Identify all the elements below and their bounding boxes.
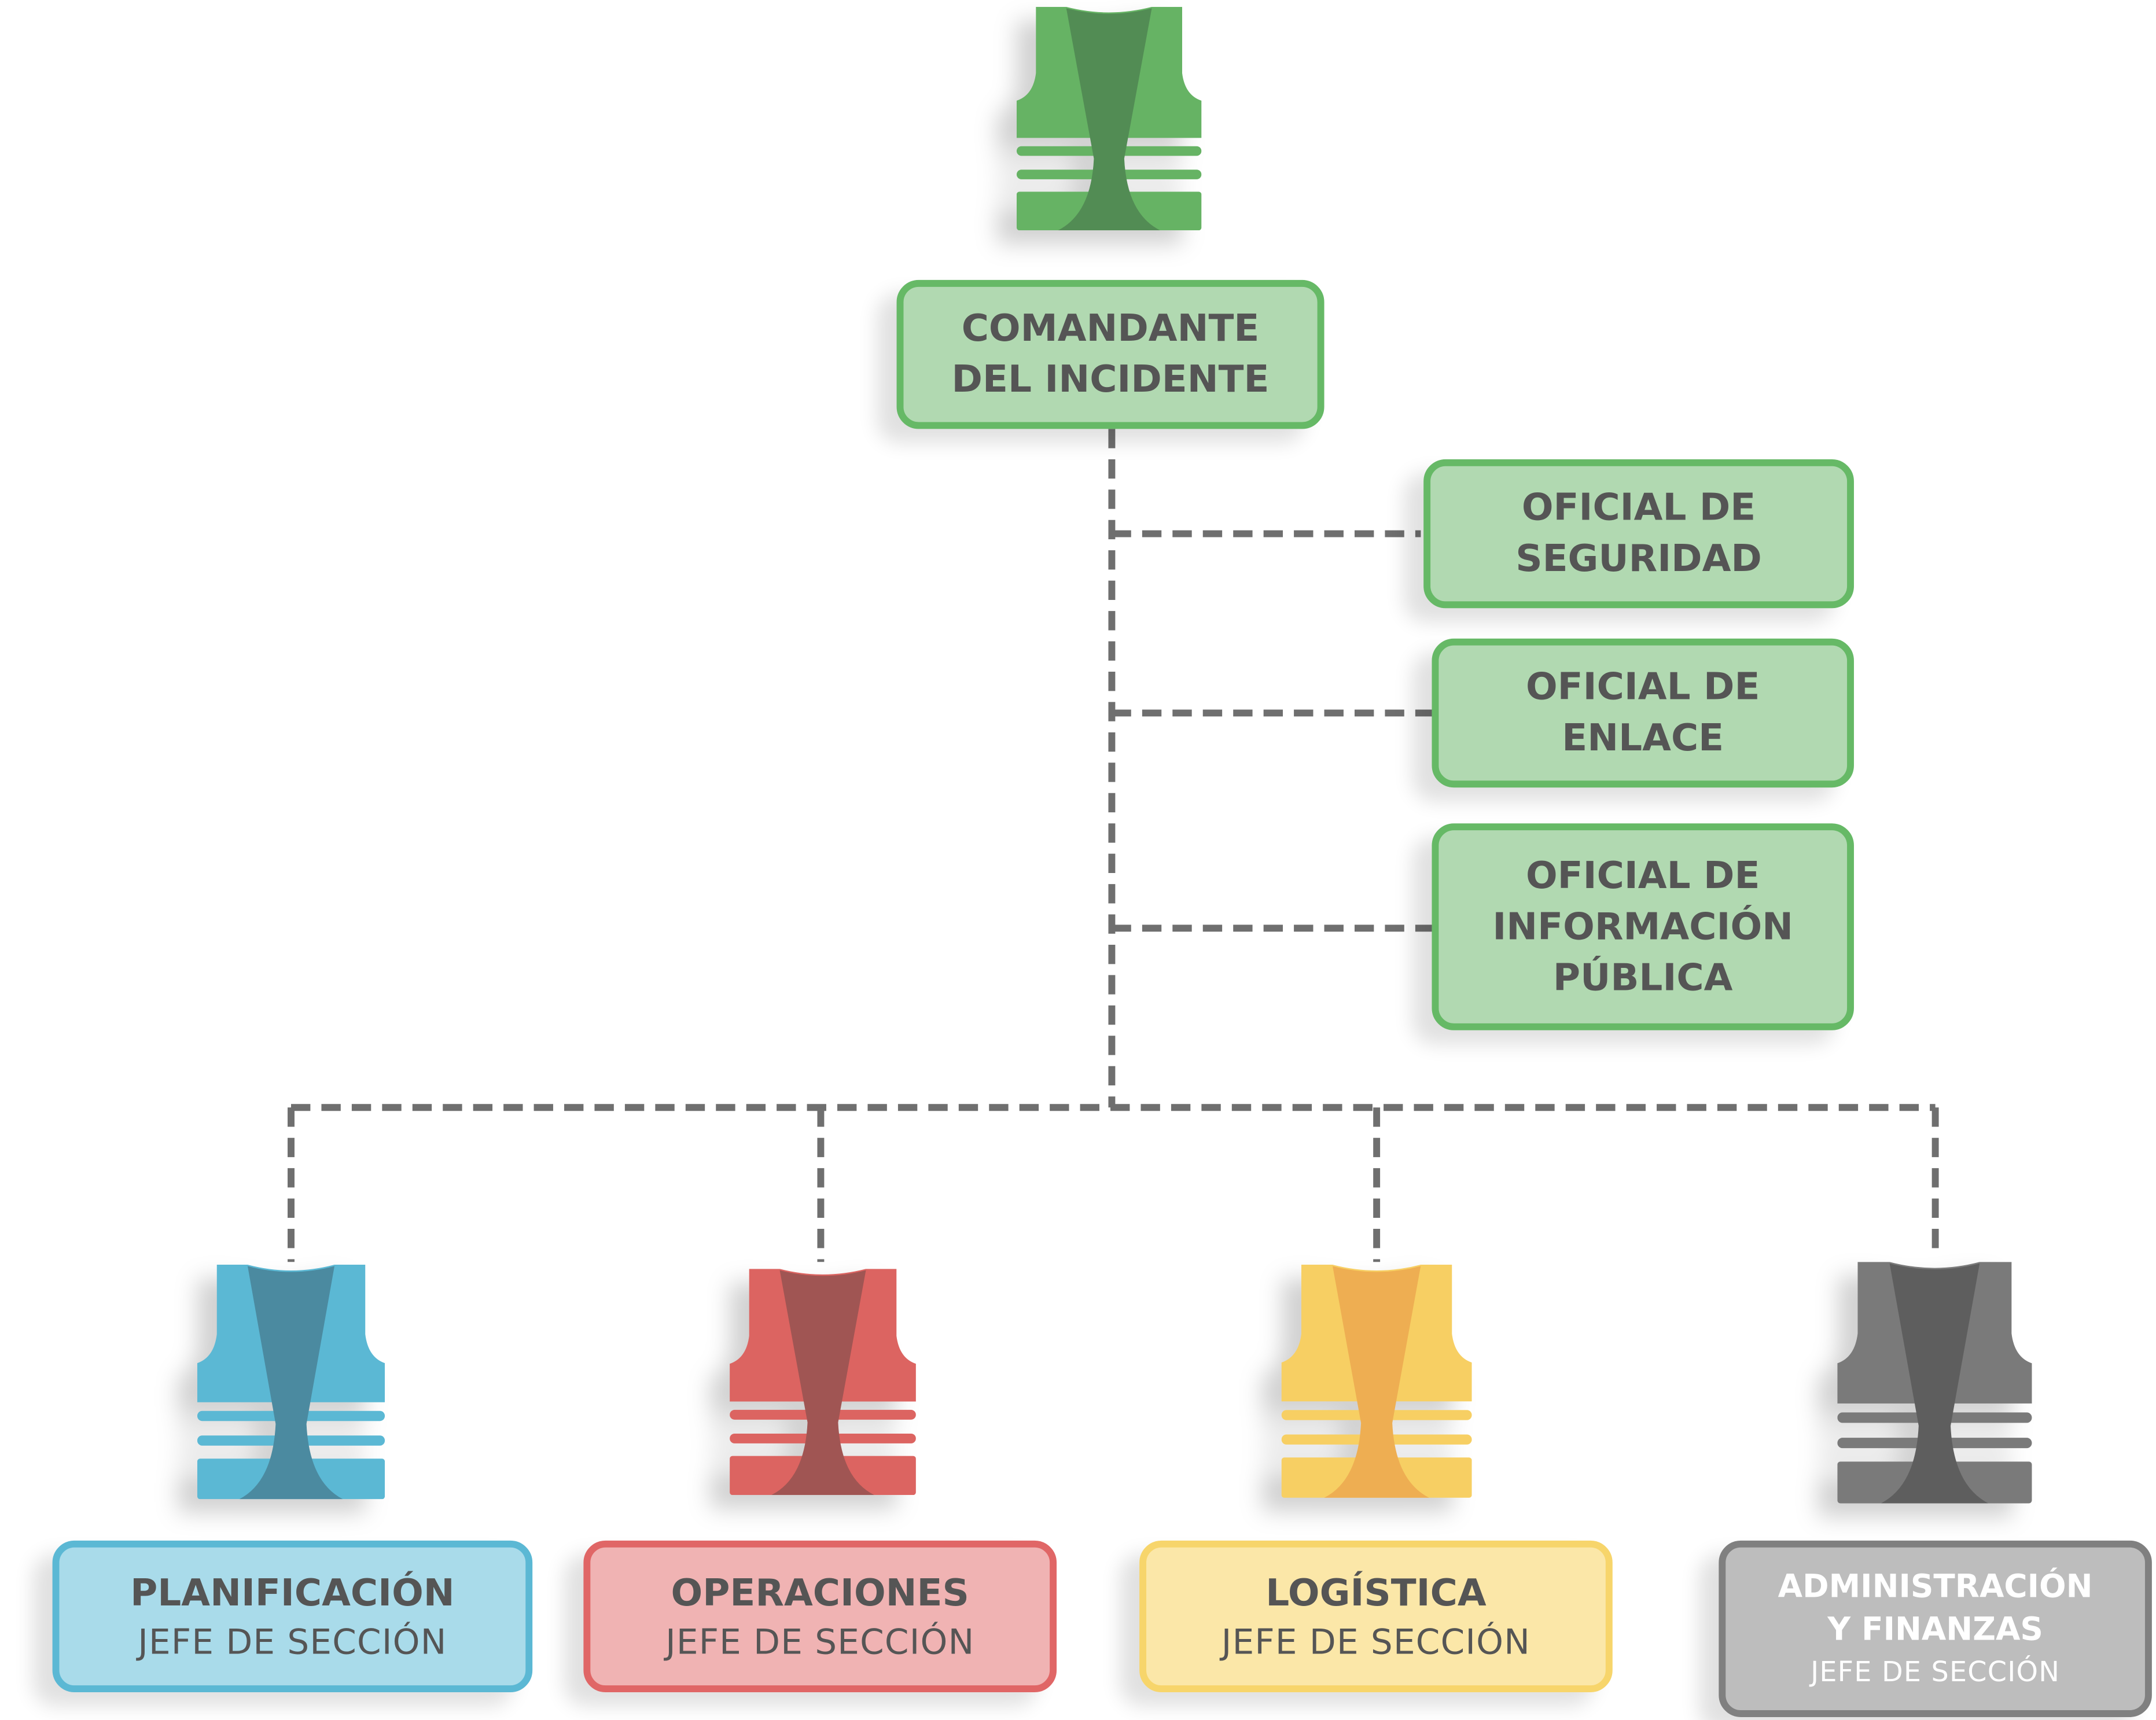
planificacion-title: PLANIFICACIÓN: [130, 1571, 455, 1615]
vest-icon-planificacion: [197, 1265, 385, 1500]
administracion-title-line2: Y FINANZAS: [1827, 1612, 2043, 1648]
logistica-box: LOGÍSTICA JEFE DE SECCIÓN: [1139, 1540, 1613, 1693]
safety-officer-line2: SEGURIDAD: [1515, 537, 1762, 581]
public-info-officer-line3: PÚBLICA: [1552, 956, 1733, 1000]
public-info-officer-line2: INFORMACIÓN: [1492, 905, 1794, 948]
logistica-subtitle: JEFE DE SECCIÓN: [1221, 1621, 1531, 1662]
commander-title-line1: COMANDANTE: [961, 307, 1260, 351]
logistica-title: LOGÍSTICA: [1265, 1571, 1487, 1615]
vest-icon-logistica: [1281, 1265, 1472, 1498]
vest-icon-commander: [1016, 6, 1202, 231]
vest-icon-administracion: [1837, 1262, 2032, 1504]
public-info-officer-line1: OFICIAL DE: [1525, 854, 1760, 897]
liaison-officer-line1: OFICIAL DE: [1525, 666, 1760, 709]
commander-title-line2: DEL INCIDENTE: [951, 358, 1270, 402]
safety-officer-line1: OFICIAL DE: [1521, 487, 1756, 530]
commander-box: COMANDANTE DEL INCIDENTE: [896, 279, 1324, 429]
operaciones-subtitle: JEFE DE SECCIÓN: [665, 1621, 975, 1662]
administracion-title: ADMINISTRACIÓN: [1778, 1569, 2093, 1605]
vest-icon-operaciones: [730, 1269, 916, 1496]
liaison-officer-box: OFICIAL DE ENLACE: [1432, 638, 1854, 788]
liaison-officer-line2: ENLACE: [1562, 717, 1724, 760]
administracion-box: ADMINISTRACIÓN Y FINANZAS JEFE DE SECCIÓ…: [1719, 1540, 2152, 1717]
planificacion-subtitle: JEFE DE SECCIÓN: [138, 1621, 447, 1662]
public-info-officer-box: OFICIAL DE INFORMACIÓN PÚBLICA: [1432, 823, 1854, 1030]
safety-officer-box: OFICIAL DE SEGURIDAD: [1423, 459, 1854, 609]
administracion-subtitle: JEFE DE SECCIÓN: [1811, 1655, 2061, 1688]
operaciones-box: OPERACIONES JEFE DE SECCIÓN: [583, 1540, 1057, 1693]
planificacion-box: PLANIFICACIÓN JEFE DE SECCIÓN: [52, 1540, 533, 1693]
operaciones-title: OPERACIONES: [671, 1571, 969, 1615]
